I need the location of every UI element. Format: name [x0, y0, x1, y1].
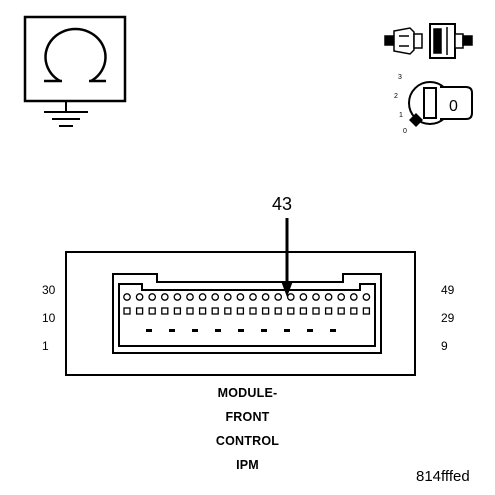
pin-row2: [123, 307, 131, 315]
pin-row2: [261, 307, 270, 315]
connector-pin-grid: [123, 293, 371, 332]
pin-row3: [146, 329, 152, 332]
pin-row2: [211, 307, 219, 315]
pin-row2: [148, 307, 156, 315]
pin-row3: [169, 329, 175, 332]
pin-row2: [198, 307, 207, 315]
pin-row3: [307, 329, 313, 332]
pin-row2: [135, 307, 144, 315]
pin-row1: [173, 293, 182, 301]
pin-row3: [238, 329, 244, 332]
pin-row2: [249, 307, 257, 315]
figure-id: 814fffed: [416, 468, 470, 485]
pin-callout-label: 43: [272, 194, 293, 214]
right-label-row-1: 49: [441, 283, 455, 297]
pin-row2: [236, 307, 245, 315]
pin-row2: [224, 307, 232, 315]
ignition-key-label: 0: [449, 98, 458, 115]
pin-row2: [274, 307, 282, 315]
pin-row1: [286, 293, 295, 301]
pin-row1: [337, 293, 346, 301]
pin-row1: [148, 293, 157, 301]
pin-row1: [274, 293, 283, 301]
ignition-position-2: 2: [394, 93, 398, 100]
pin-row1: [123, 293, 131, 301]
right-label-row-2: 29: [441, 311, 455, 325]
pin-row2: [350, 307, 358, 315]
pin-row1: [135, 293, 144, 301]
pin-row1: [223, 293, 232, 301]
caption-line-4: IPM: [236, 458, 259, 472]
pin-row2: [324, 307, 333, 315]
pin-row1: [249, 293, 257, 301]
ignition-position-3: 3: [398, 74, 402, 81]
pin-row1: [362, 293, 371, 301]
caption-line-1: MODULE-: [217, 386, 278, 400]
pin-row2: [299, 307, 308, 315]
pin-row3: [192, 329, 198, 332]
right-label-row-3: 9: [441, 339, 448, 353]
pin-row1: [312, 293, 320, 301]
ignition-position-0: 0: [403, 128, 407, 135]
pin-row1: [211, 293, 220, 301]
pin-row3: [261, 329, 267, 332]
connector-housing: [65, 251, 416, 376]
pin-row2: [186, 307, 194, 315]
caption-line-3: CONTROL: [215, 434, 280, 448]
pin-row2: [161, 307, 169, 315]
caption-line-2: FRONT: [225, 410, 270, 424]
pin-row3: [330, 329, 336, 332]
pin-row1: [198, 293, 207, 301]
pin-row2: [312, 307, 320, 315]
pin-row1: [186, 293, 194, 301]
ohmmeter-ground-icon: [23, 15, 127, 127]
pin-row3: [284, 329, 290, 332]
pin-row1: [236, 293, 245, 301]
pin-row2: [362, 307, 371, 315]
pin-row1: [261, 293, 270, 301]
pin-row3: [215, 329, 221, 332]
pin-row1: [299, 293, 308, 301]
pin-row2: [173, 307, 182, 315]
pin-row2: [287, 307, 295, 315]
left-label-row-3: 1: [42, 339, 49, 353]
pin-row1: [160, 293, 169, 301]
pin-row2: [337, 307, 345, 315]
left-label-row-2: 10: [42, 311, 56, 325]
pin-callout-arrow: [281, 218, 293, 297]
ignition-key-icon: [408, 81, 473, 127]
ignition-position-1: 1: [399, 112, 403, 119]
pin-row1: [324, 293, 333, 301]
pin-row1: [349, 293, 358, 301]
disconnected-connector-icon: [384, 23, 473, 59]
left-label-row-1: 30: [42, 283, 56, 297]
